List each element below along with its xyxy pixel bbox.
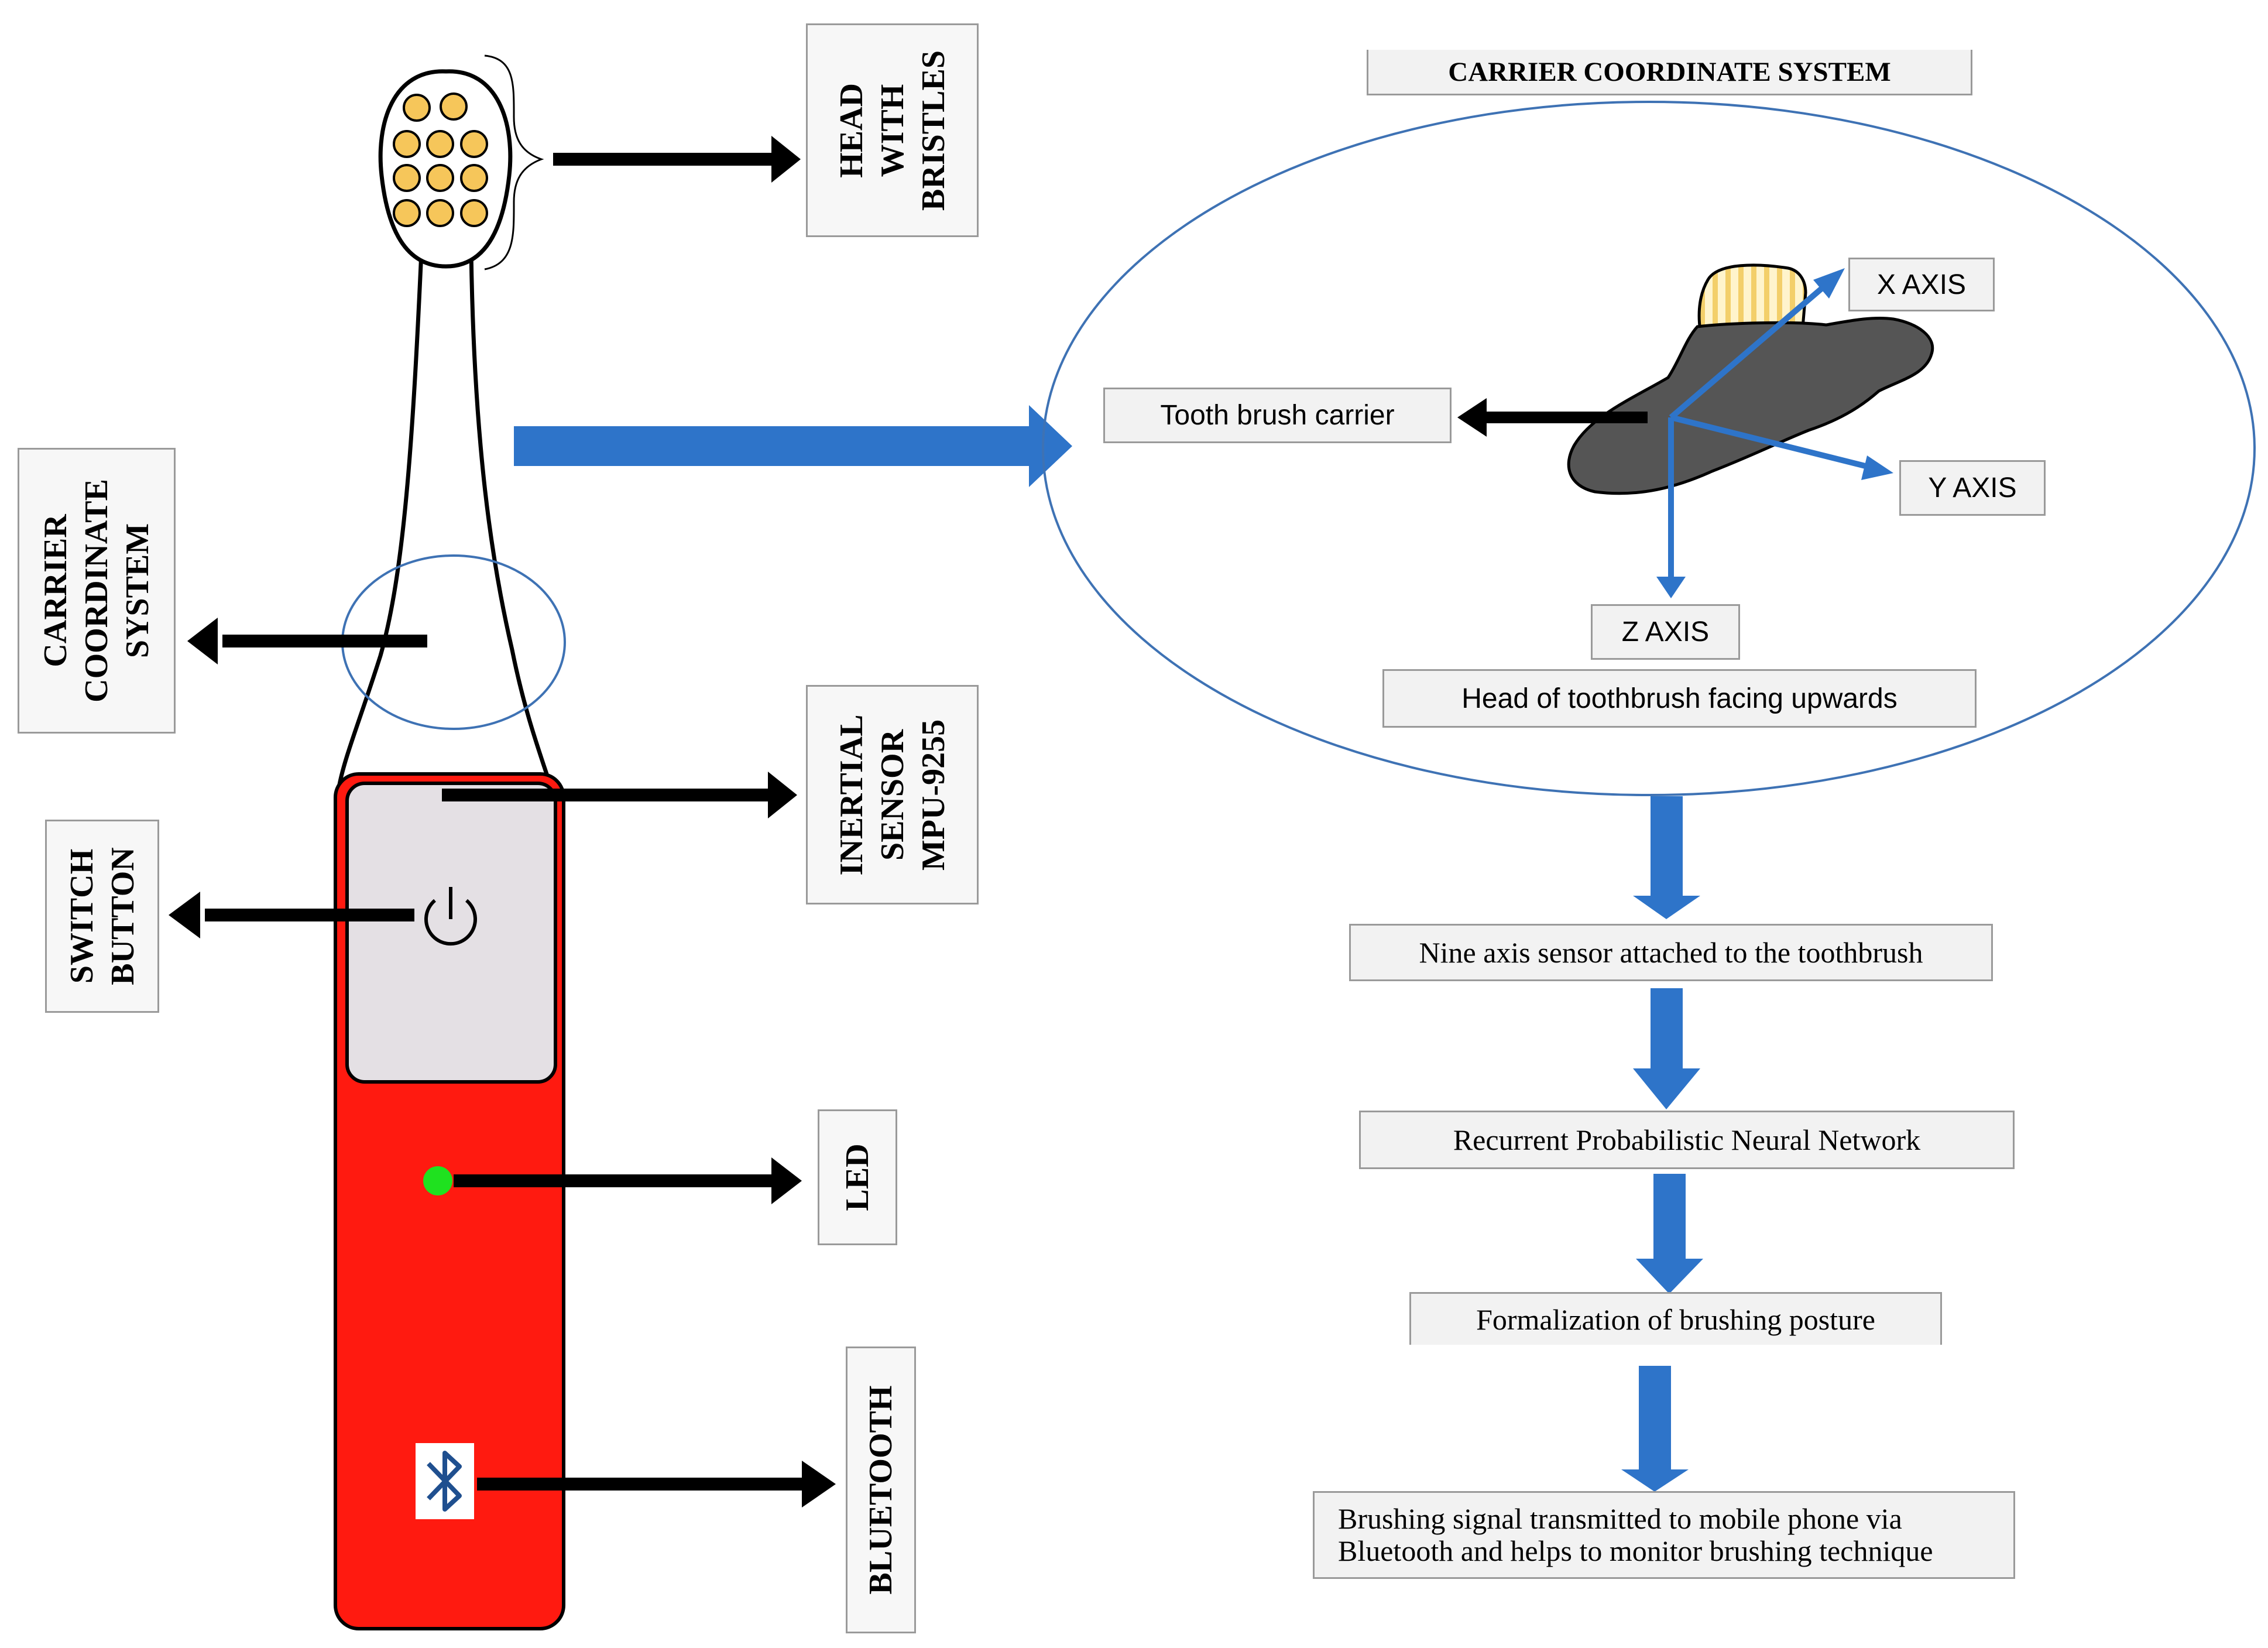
label-switch-line-2: BUTTON (104, 847, 141, 985)
label-inertial-line-3: MPU-9255 (915, 719, 952, 871)
led-light (423, 1166, 452, 1195)
y-axis-label: Y AXIS (1899, 460, 2046, 516)
label-head-line-3: BRISTLES (915, 50, 952, 211)
detail-title-text: CARRIER COORDINATE SYSTEM (1448, 56, 1891, 87)
label-switch-button: SWITCH BUTTON (45, 820, 159, 1013)
bristles (393, 92, 488, 227)
label-bluetooth-text: BLUETOOTH (863, 1385, 899, 1595)
label-inertial-line-1: INERTIAL (833, 714, 870, 875)
label-inertial-sensor: INERTIAL SENSOR MPU-9255 (806, 685, 979, 904)
label-carrier-line-2: COORDINATE (78, 479, 115, 703)
z-axis-text: Z AXIS (1621, 616, 1710, 647)
flow-step-2-text: Recurrent Probabilistic Neural Network (1453, 1123, 1921, 1156)
flow-arrows (1621, 796, 1703, 1492)
flow-step-3-text: Formalization of brushing posture (1476, 1303, 1875, 1336)
label-head-line-1: HEAD (833, 83, 870, 178)
label-inertial-line-2: SENSOR (874, 729, 911, 861)
label-arrows (169, 136, 836, 1507)
x-axis-text: X AXIS (1876, 269, 1967, 300)
z-axis-label: Z AXIS (1591, 604, 1740, 660)
flow-step-4-text: Brushing signal transmitted to mobile ph… (1338, 1502, 1933, 1567)
head-facing-caption-text: Head of toothbrush facing upwards (1461, 683, 1898, 714)
label-switch-line-1: SWITCH (63, 848, 100, 984)
power-icon (424, 887, 477, 946)
sensor-panel (345, 782, 557, 1084)
detail-title: CARRIER COORDINATE SYSTEM (1367, 50, 1972, 95)
flow-step-1-text: Nine axis sensor attached to the toothbr… (1419, 936, 1923, 969)
y-axis-text: Y AXIS (1928, 472, 2017, 503)
axis-arrows (1656, 268, 1893, 598)
detail-ellipse (1042, 101, 2256, 796)
tooth-brush-carrier-text: Tooth brush carrier (1160, 400, 1395, 431)
label-bluetooth: BLUETOOTH (846, 1347, 916, 1633)
bluetooth-icon (416, 1443, 474, 1519)
toothbrush-neck (337, 251, 553, 787)
label-carrier-line-1: CARRIER (37, 514, 74, 667)
label-led: LED (818, 1109, 897, 1245)
detail-arrow (514, 405, 1072, 487)
flow-step-3: Formalization of brushing posture (1409, 1292, 1942, 1345)
flow-step-1: Nine axis sensor attached to the toothbr… (1349, 924, 1993, 981)
label-led-text: LED (839, 1143, 876, 1211)
label-carrier-coordinate-system: CARRIER COORDINATE SYSTEM (18, 448, 176, 734)
label-head-with-bristles: HEAD WITH BRISTLES (806, 23, 979, 237)
head-facing-caption: Head of toothbrush facing upwards (1382, 669, 1977, 728)
x-axis-label: X AXIS (1848, 258, 1995, 311)
carrier-pointer-arrow (1457, 398, 1648, 437)
flow-step-4: Brushing signal transmitted to mobile ph… (1313, 1491, 2015, 1579)
carrier-bristles (1697, 263, 1807, 333)
tooth-brush-carrier-label: Tooth brush carrier (1103, 388, 1452, 443)
head-brace (484, 54, 544, 270)
flow-step-2: Recurrent Probabilistic Neural Network (1359, 1111, 2015, 1169)
label-head-line-2: WITH (874, 84, 911, 177)
label-carrier-line-3: SYSTEM (119, 523, 156, 659)
